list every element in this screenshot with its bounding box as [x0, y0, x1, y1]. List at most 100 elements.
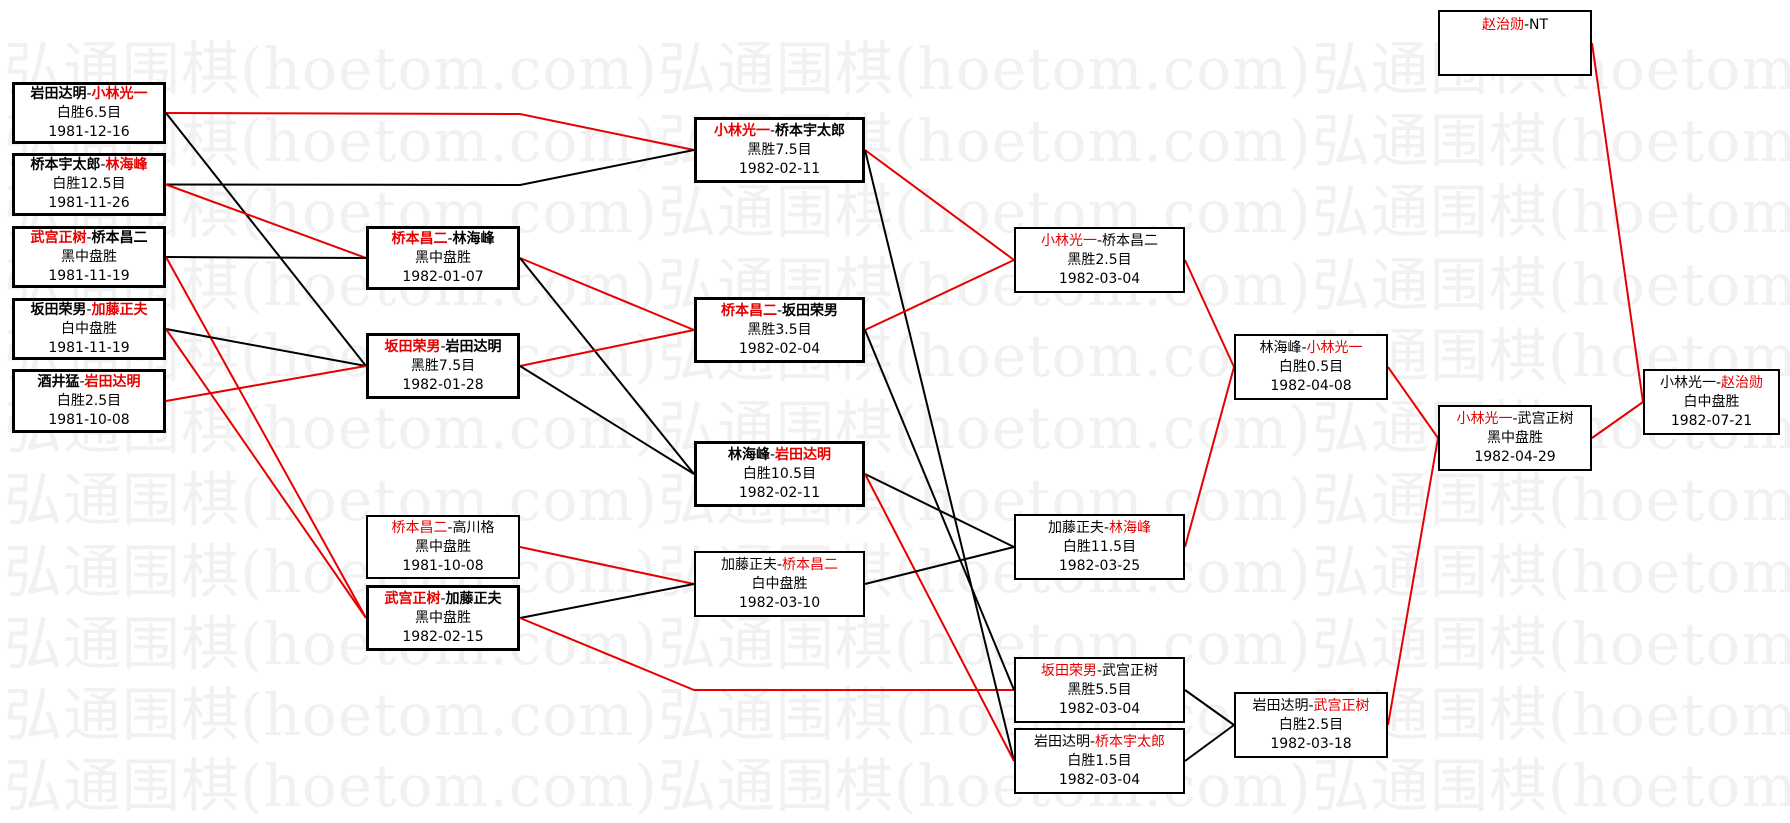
- connector-r2-2-to-r3-3: [519, 365, 695, 475]
- match-date: 1982-03-04: [1058, 270, 1141, 287]
- player-white: 桥本宇太郎: [1095, 733, 1166, 750]
- player-separator: -: [447, 519, 453, 536]
- connector-r1-2-to-r2-1: [165, 183, 367, 259]
- match-date: 1981-10-08: [402, 557, 484, 574]
- match-result: 黑胜5.5目: [1067, 681, 1132, 698]
- player-black: 酒井猛: [37, 373, 80, 390]
- player-white: 武宫正树: [1517, 410, 1574, 427]
- match-date: 1982-02-15: [402, 628, 484, 645]
- match-players: 武宫正树-桥本昌二: [30, 229, 147, 248]
- player-separator: -: [1308, 697, 1314, 714]
- player-black: 小林光一: [1659, 374, 1716, 391]
- bracket-connections: [165, 42, 1644, 762]
- match-date: 1981-10-08: [48, 411, 130, 428]
- player-separator: -: [1096, 232, 1103, 249]
- match-date: 1982-01-07: [402, 268, 484, 285]
- match-date: 1982-03-18: [1270, 735, 1352, 752]
- match-players: 岩田达明-小林光一: [30, 85, 147, 104]
- player-black: 桥本宇太郎: [30, 157, 101, 173]
- connector-r1-3-to-r2-1: [165, 256, 367, 259]
- match-players: 林海峰-小林光一: [1259, 339, 1362, 358]
- match-date: 1982-04-08: [1270, 377, 1352, 394]
- player-separator: -: [1715, 374, 1722, 391]
- connector-r3-1-to-r4-4: [864, 149, 1015, 762]
- player-white: 小林光一: [91, 85, 148, 102]
- player-separator: -: [440, 338, 446, 355]
- player-white: 林海峰: [452, 230, 495, 247]
- connector-r5-1-to-r6-1: [1387, 366, 1439, 439]
- player-white: 加藤正夫: [91, 301, 148, 318]
- connector-r4-3-to-r5-2: [1184, 689, 1235, 726]
- connector-r3-1-to-r4-1: [864, 149, 1015, 261]
- player-separator: -: [440, 590, 446, 607]
- connector-r2-3-to-r3-4: [519, 546, 695, 585]
- player-black: 坂田荣男: [30, 301, 87, 318]
- player-black: 小林光一: [713, 122, 770, 139]
- connector-r6-1-to-final: [1591, 401, 1644, 439]
- connector-r6-2-to-final: [1591, 42, 1644, 403]
- match-date: 1982-04-29: [1474, 448, 1556, 465]
- connector-r1-1-to-r3-1: [165, 112, 695, 151]
- player-black: 武宫正树: [384, 590, 441, 607]
- player-separator: -: [86, 229, 92, 246]
- match-result: 白胜12.5目: [52, 176, 126, 192]
- match-result: 白中盘胜: [751, 575, 808, 592]
- player-black: 岩田达明: [30, 85, 87, 102]
- match-players: 桥本昌二-高川格: [391, 519, 494, 538]
- player-separator: -: [776, 556, 783, 573]
- player-separator: -: [1096, 662, 1103, 679]
- player-black: 坂田荣男: [1040, 662, 1097, 679]
- match-date: 1982-07-21: [1670, 412, 1753, 429]
- player-white: 小林光一: [1306, 339, 1363, 356]
- player-black: 赵治勋: [1481, 17, 1524, 33]
- player-black: 桥本昌二: [391, 519, 448, 536]
- match-result: 白胜2.5目: [56, 392, 122, 409]
- player-white: 林海峰: [1109, 519, 1152, 536]
- match-players: 赵治勋-NT: [1482, 16, 1548, 35]
- player-black: 武宫正树: [30, 229, 87, 246]
- connector-r1-1-to-r2-2: [165, 112, 367, 367]
- match-result: 白中盘胜: [61, 320, 117, 337]
- player-separator: -: [79, 373, 85, 390]
- connector-r2-4-to-r3-4: [519, 583, 695, 619]
- player-white: 桥本宇太郎: [775, 122, 846, 139]
- connector-r1-3-to-r2-4: [165, 256, 367, 619]
- match-date: 1981-11-26: [48, 195, 130, 211]
- bracket-diagram: 弘通围棋(hoetom.com)弘通围棋(hoetom.com)弘通围棋(hoe…: [4, 10, 1790, 820]
- match-result: 黑中盘胜: [415, 609, 471, 626]
- player-separator: -: [86, 85, 92, 102]
- match-result: 黑胜3.5目: [747, 321, 812, 338]
- player-white: 加藤正夫: [445, 590, 502, 607]
- player-separator: -: [1089, 733, 1096, 750]
- match-result: 白胜6.5目: [56, 104, 122, 121]
- match-players: 坂田荣男-岩田达明: [384, 338, 501, 357]
- match-node-r6-2: 赵治勋-NT: [1438, 10, 1592, 76]
- player-black: 坂田荣男: [384, 338, 441, 355]
- match-players: 岩田达明-桥本宇太郎: [1034, 733, 1165, 752]
- match-date: 1981-11-19: [48, 339, 130, 356]
- match-players: 小林光一-桥本宇太郎: [714, 122, 845, 141]
- match-result: 黑中盘胜: [415, 249, 471, 266]
- player-black: 小林光一: [1040, 232, 1097, 249]
- connector-r4-1-to-r5-1: [1184, 259, 1235, 368]
- match-result: 白胜0.5目: [1278, 358, 1344, 375]
- connector-r5-2-to-r6-1: [1387, 437, 1439, 726]
- connector-r3-3-to-r4-4: [864, 473, 1015, 762]
- match-players: 武宫正树-加藤正夫: [384, 590, 501, 609]
- player-separator: -: [86, 301, 92, 318]
- connector-r1-4-to-r2-4: [165, 328, 367, 619]
- match-result: 白胜10.5目: [742, 465, 817, 482]
- connector-r2-1-to-r3-2: [519, 257, 695, 331]
- player-white: 桥本昌二: [782, 556, 839, 573]
- player-white: 岩田达明: [775, 446, 832, 463]
- match-node-r1-4: 坂田荣男-加藤正夫白中盘胜 1981-11-19: [12, 298, 166, 360]
- player-black: 林海峰: [1259, 339, 1302, 356]
